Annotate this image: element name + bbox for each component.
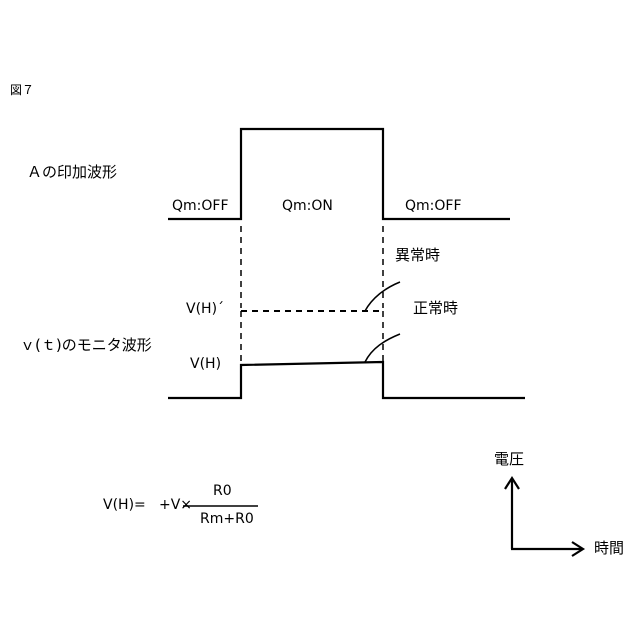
monitor-waveform-title: ｖ(ｔ)のモニタ波形 — [20, 338, 152, 353]
monitor-normal-waveform — [168, 362, 525, 398]
normal-label: 正常時 — [413, 301, 458, 316]
formula-denominator: Rm+R0 — [200, 512, 254, 526]
state-off-left: Qm:OFF — [172, 199, 229, 213]
formula-numerator: R0 — [213, 484, 232, 498]
state-on: Qm:ON — [282, 199, 333, 213]
normal-level-label: V(H) — [190, 357, 221, 371]
state-off-right: Qm:OFF — [405, 199, 462, 213]
abnormal-level-label: V(H)´ — [186, 302, 224, 316]
applied-waveform-title: Ａの印加波形 — [27, 165, 117, 180]
voltage-axis-label: 電圧 — [494, 452, 524, 467]
abnormal-label: 異常時 — [395, 248, 440, 263]
time-axis-label: 時間 — [594, 541, 624, 556]
formula-factor: +V× — [159, 498, 192, 512]
formula-lhs: V(H)= — [103, 498, 146, 512]
figure-label: 図７ — [10, 84, 34, 96]
